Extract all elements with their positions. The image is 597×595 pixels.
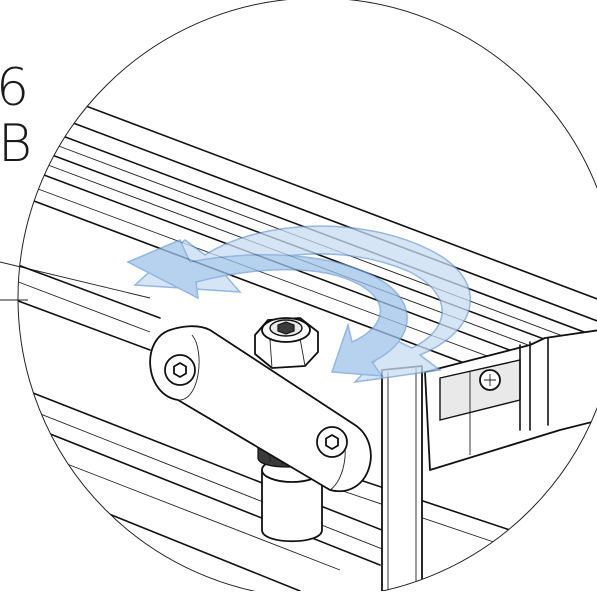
corner-bracket [424,329,597,471]
rotation-arrow-front [126,239,408,377]
vertical-post [381,365,423,592]
detail-circle [17,0,597,595]
callout-number: 6 [0,58,30,118]
hex-socket-screw-icon [164,354,196,386]
link-plate [149,325,372,493]
detail-content [18,99,597,592]
hex-socket-screw-icon [479,369,501,391]
hex-bolt-icon [254,317,319,369]
hex-socket-screw-icon [316,426,348,458]
callout-letter: B [0,114,33,174]
rotation-arrow-icon [126,225,471,384]
